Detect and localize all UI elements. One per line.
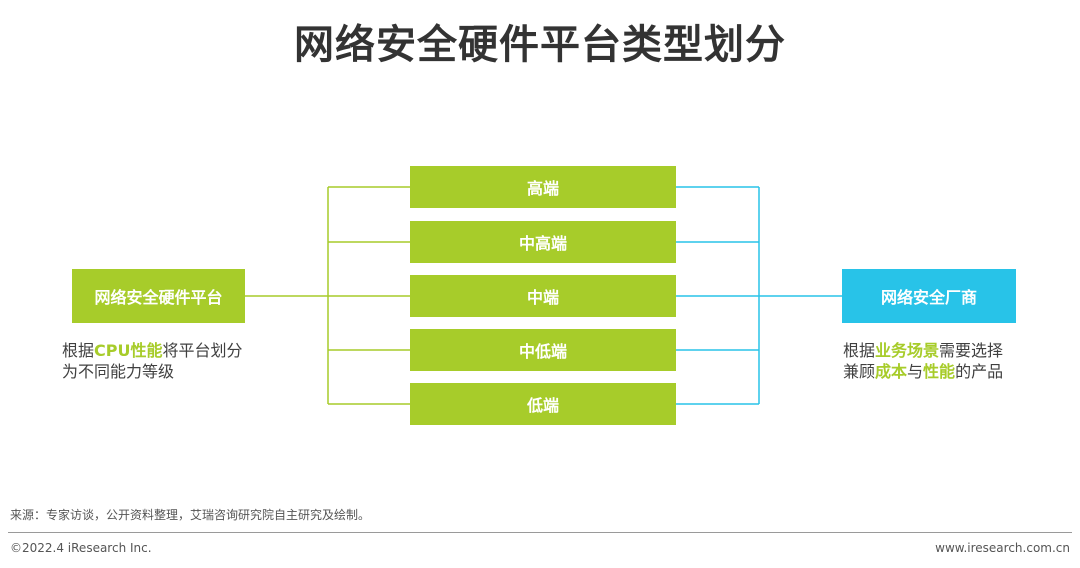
platform-description-line2: 为不同能力等级 [62,362,175,381]
tier-high: 高端 [410,166,676,208]
tier-mid-high: 中高端 [410,221,676,263]
tier-mid-low: 中低端 [410,329,676,371]
hardware-platform-box: 网络安全硬件平台 [72,269,245,323]
cost-highlight: 成本 [875,362,908,381]
platform-description-line1: 根据CPU性能将平台划分 [62,341,243,360]
copyright: ©2022.4 iResearch Inc. [10,541,152,555]
business-scenario-highlight: 业务场景 [875,341,940,360]
right-connectors [676,186,842,405]
tier-mid: 中端 [410,275,676,317]
performance-highlight: 性能 [923,362,956,381]
tier-mid-low-label: 中低端 [518,342,567,361]
page-title: 网络安全硬件平台类型划分 [294,22,786,68]
website-link[interactable]: www.iresearch.com.cn [935,541,1070,555]
left-connectors [245,186,410,405]
vendor-description: 根据业务场景需要选择 兼顾成本与性能的产品 [843,340,1043,382]
tier-low: 低端 [410,383,676,425]
tier-mid-high-label: 中高端 [518,234,567,253]
vendor-description-line2: 兼顾成本与性能的产品 [843,362,1004,381]
platform-description: 根据CPU性能将平台划分 为不同能力等级 [62,340,272,382]
footer-divider [8,532,1072,533]
security-vendor-label: 网络安全厂商 [880,288,977,307]
cpu-performance-highlight: CPU性能 [94,341,163,360]
source-note: 来源：专家访谈，公开资料整理，艾瑞咨询研究院自主研究及绘制。 [10,508,371,522]
tier-low-label: 低端 [526,396,559,415]
hardware-platform-label: 网络安全硬件平台 [94,288,223,307]
tier-mid-label: 中端 [526,288,559,307]
security-vendor-box: 网络安全厂商 [842,269,1016,323]
tier-high-label: 高端 [526,179,559,198]
vendor-description-line1: 根据业务场景需要选择 [843,341,1004,360]
